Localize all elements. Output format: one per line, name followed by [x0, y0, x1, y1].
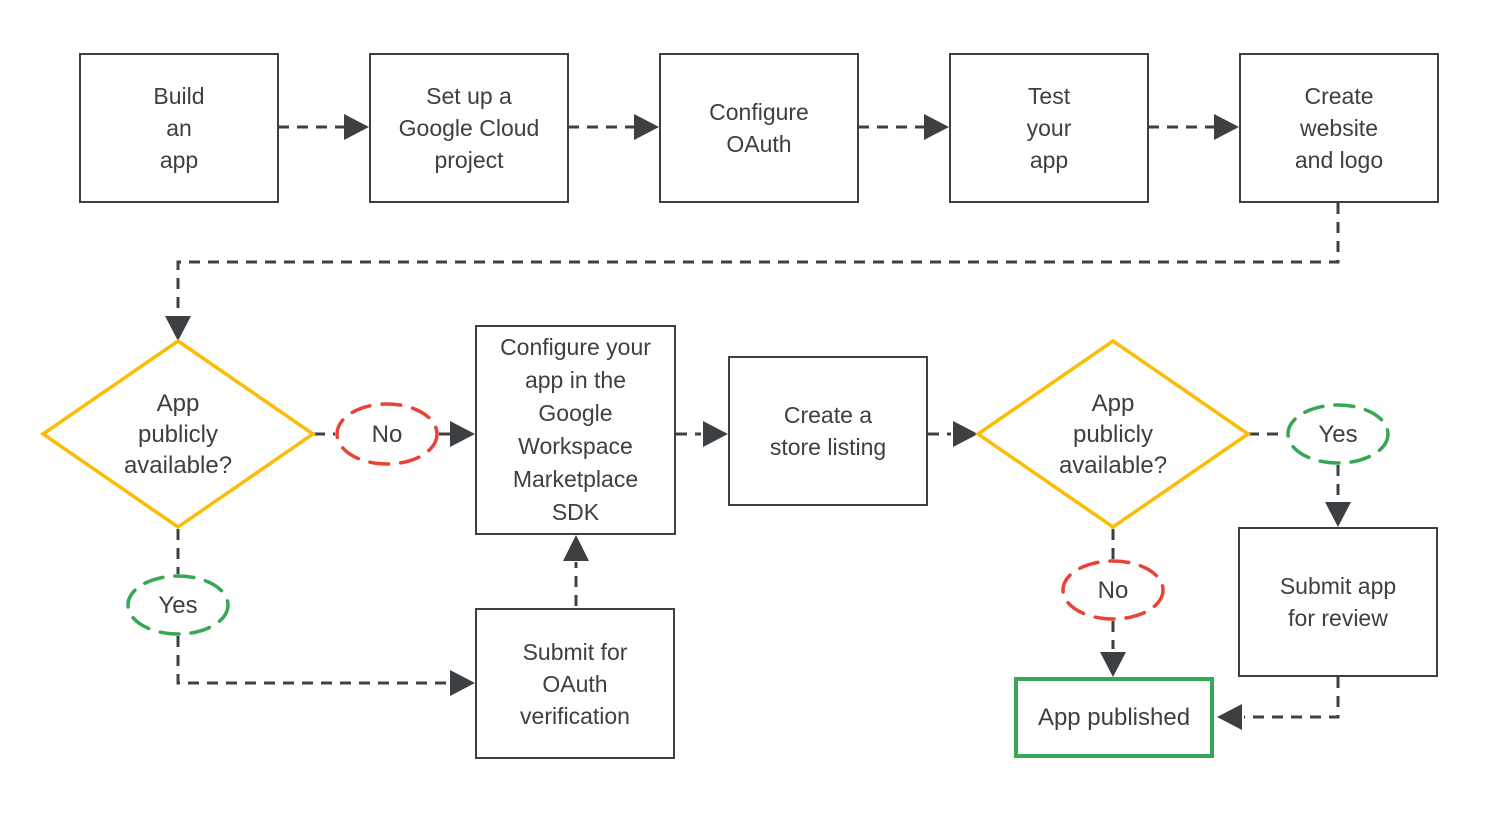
- no-right-oval: [1061, 559, 1165, 621]
- arrowhead-no-to-sdk: [450, 421, 475, 447]
- node-configure-oauth: Configure OAuth: [659, 53, 859, 203]
- node-build-app-label: Build an app: [153, 83, 205, 173]
- node-store-listing: Create a store listing: [728, 356, 928, 506]
- yes-right-oval: [1286, 403, 1390, 465]
- arrowhead-submit-oauth-to-sdk: [563, 535, 589, 561]
- arrowhead-review-to-published: [1217, 704, 1242, 730]
- arrowhead-yes-to-submit-review: [1325, 502, 1351, 527]
- node-app-published: App published: [1014, 677, 1214, 758]
- node-submit-oauth: Submit for OAuth verification: [475, 608, 675, 759]
- decision-right-diamond: [974, 338, 1252, 530]
- node-test-app-label: Test your app: [1026, 83, 1072, 173]
- node-configure-sdk-label: Configure your app in the Google Workspa…: [500, 334, 651, 525]
- arrowhead-listing-to-decision-right: [953, 421, 978, 447]
- node-submit-review: Submit app for review: [1238, 527, 1438, 677]
- node-store-listing-label: Create a store listing: [769, 402, 887, 460]
- arrowhead-website-to-decision-left: [165, 316, 191, 341]
- node-setup-project-label: Set up a Google Cloud project: [398, 83, 540, 173]
- arrowhead-build-to-setup: [344, 114, 369, 140]
- node-app-published-label: App published: [1037, 703, 1191, 731]
- arrowhead-test-to-website: [1214, 114, 1239, 140]
- yes-left-oval: [126, 574, 230, 636]
- arrowhead-setup-to-oauth: [634, 114, 659, 140]
- arrowhead-sdk-to-listing: [703, 421, 728, 447]
- node-create-website-label: Create website and logo: [1294, 83, 1384, 173]
- no-left-oval: [335, 402, 439, 466]
- node-setup-project: Set up a Google Cloud project: [369, 53, 569, 203]
- node-build-app: Build an app: [79, 53, 279, 203]
- node-configure-oauth-label: Configure OAuth: [709, 99, 809, 157]
- arrowhead-yes-to-submit-oauth: [450, 670, 475, 696]
- arrowhead-no-to-published: [1100, 652, 1126, 677]
- decision-left-diamond: [39, 338, 317, 530]
- node-configure-sdk: Configure your app in the Google Workspa…: [475, 325, 676, 535]
- node-test-app: Test your app: [949, 53, 1149, 203]
- node-create-website: Create website and logo: [1239, 53, 1439, 203]
- node-submit-review-label: Submit app for review: [1279, 573, 1397, 631]
- edge-website-to-decision-left: [176, 203, 1340, 315]
- edge-review-to-published: [1244, 677, 1340, 719]
- node-submit-oauth-label: Submit for OAuth verification: [520, 638, 630, 729]
- edge-yes-to-submit-oauth: [176, 636, 448, 685]
- arrowhead-oauth-to-test: [924, 114, 949, 140]
